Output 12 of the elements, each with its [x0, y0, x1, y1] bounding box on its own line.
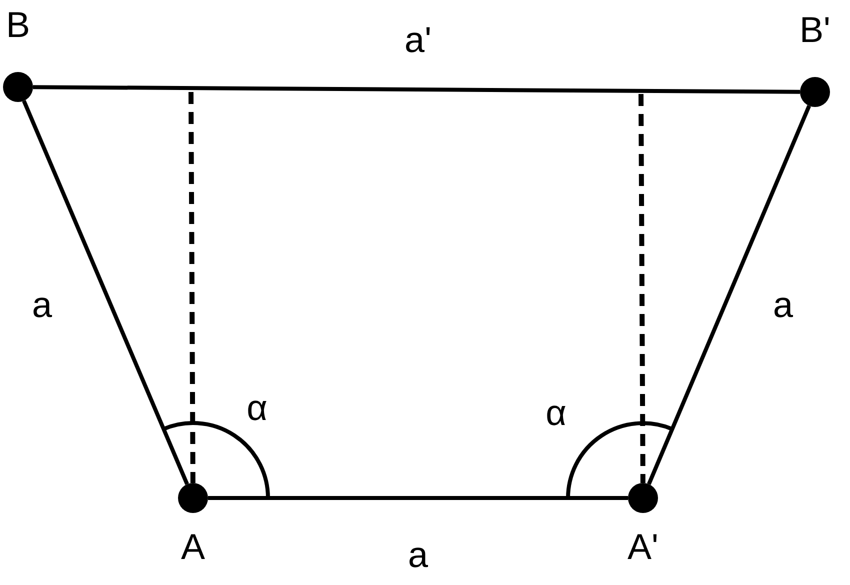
point-label: B: [6, 7, 30, 43]
dashed-line: [638, 94, 646, 484]
line: [647, 105, 811, 485]
point-label: B': [800, 12, 830, 48]
angle-label: α: [246, 390, 268, 426]
line: [208, 496, 628, 500]
line: [32, 85, 800, 94]
point-label: A': [628, 529, 658, 565]
dashed-line: [188, 92, 196, 484]
point-label: A: [180, 529, 205, 565]
angle-label: α: [546, 395, 566, 431]
line: [22, 100, 189, 485]
